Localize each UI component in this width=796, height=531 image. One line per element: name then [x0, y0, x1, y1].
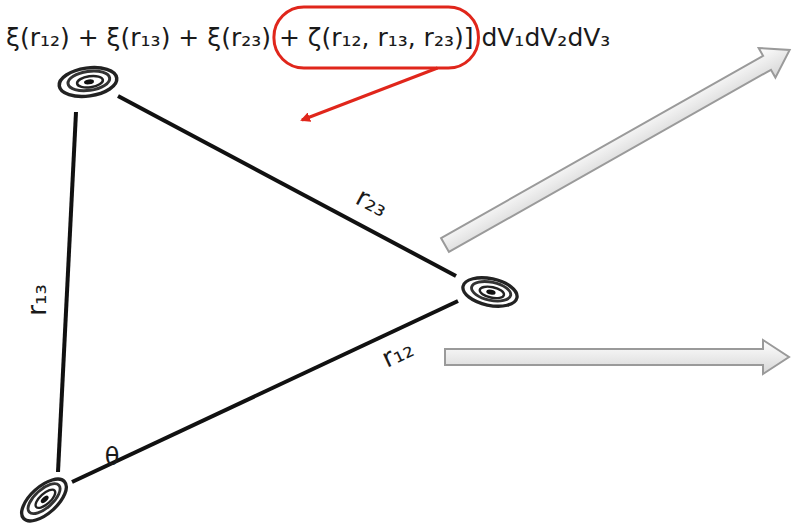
- grey-arrow: [437, 35, 796, 260]
- side-label: r₁₃: [23, 284, 53, 316]
- side-label: r₁₂: [377, 334, 418, 374]
- galaxy-icon: [57, 64, 118, 100]
- triangle-side: [58, 112, 76, 472]
- side-label: r₂₃: [351, 182, 393, 223]
- formula: ξ(r₁₂) + ξ(r₁₃) + ξ(r₂₃) + ζ(r₁₂, r₁₃, r…: [6, 24, 610, 53]
- galaxy-icon: [460, 273, 519, 310]
- galaxy-icon: [15, 472, 74, 529]
- pointer-arrow: [302, 68, 438, 120]
- triangle-side: [118, 96, 456, 276]
- triangle-side: [72, 301, 458, 482]
- angle-label: θ: [105, 444, 120, 472]
- grey-arrow: [445, 340, 789, 374]
